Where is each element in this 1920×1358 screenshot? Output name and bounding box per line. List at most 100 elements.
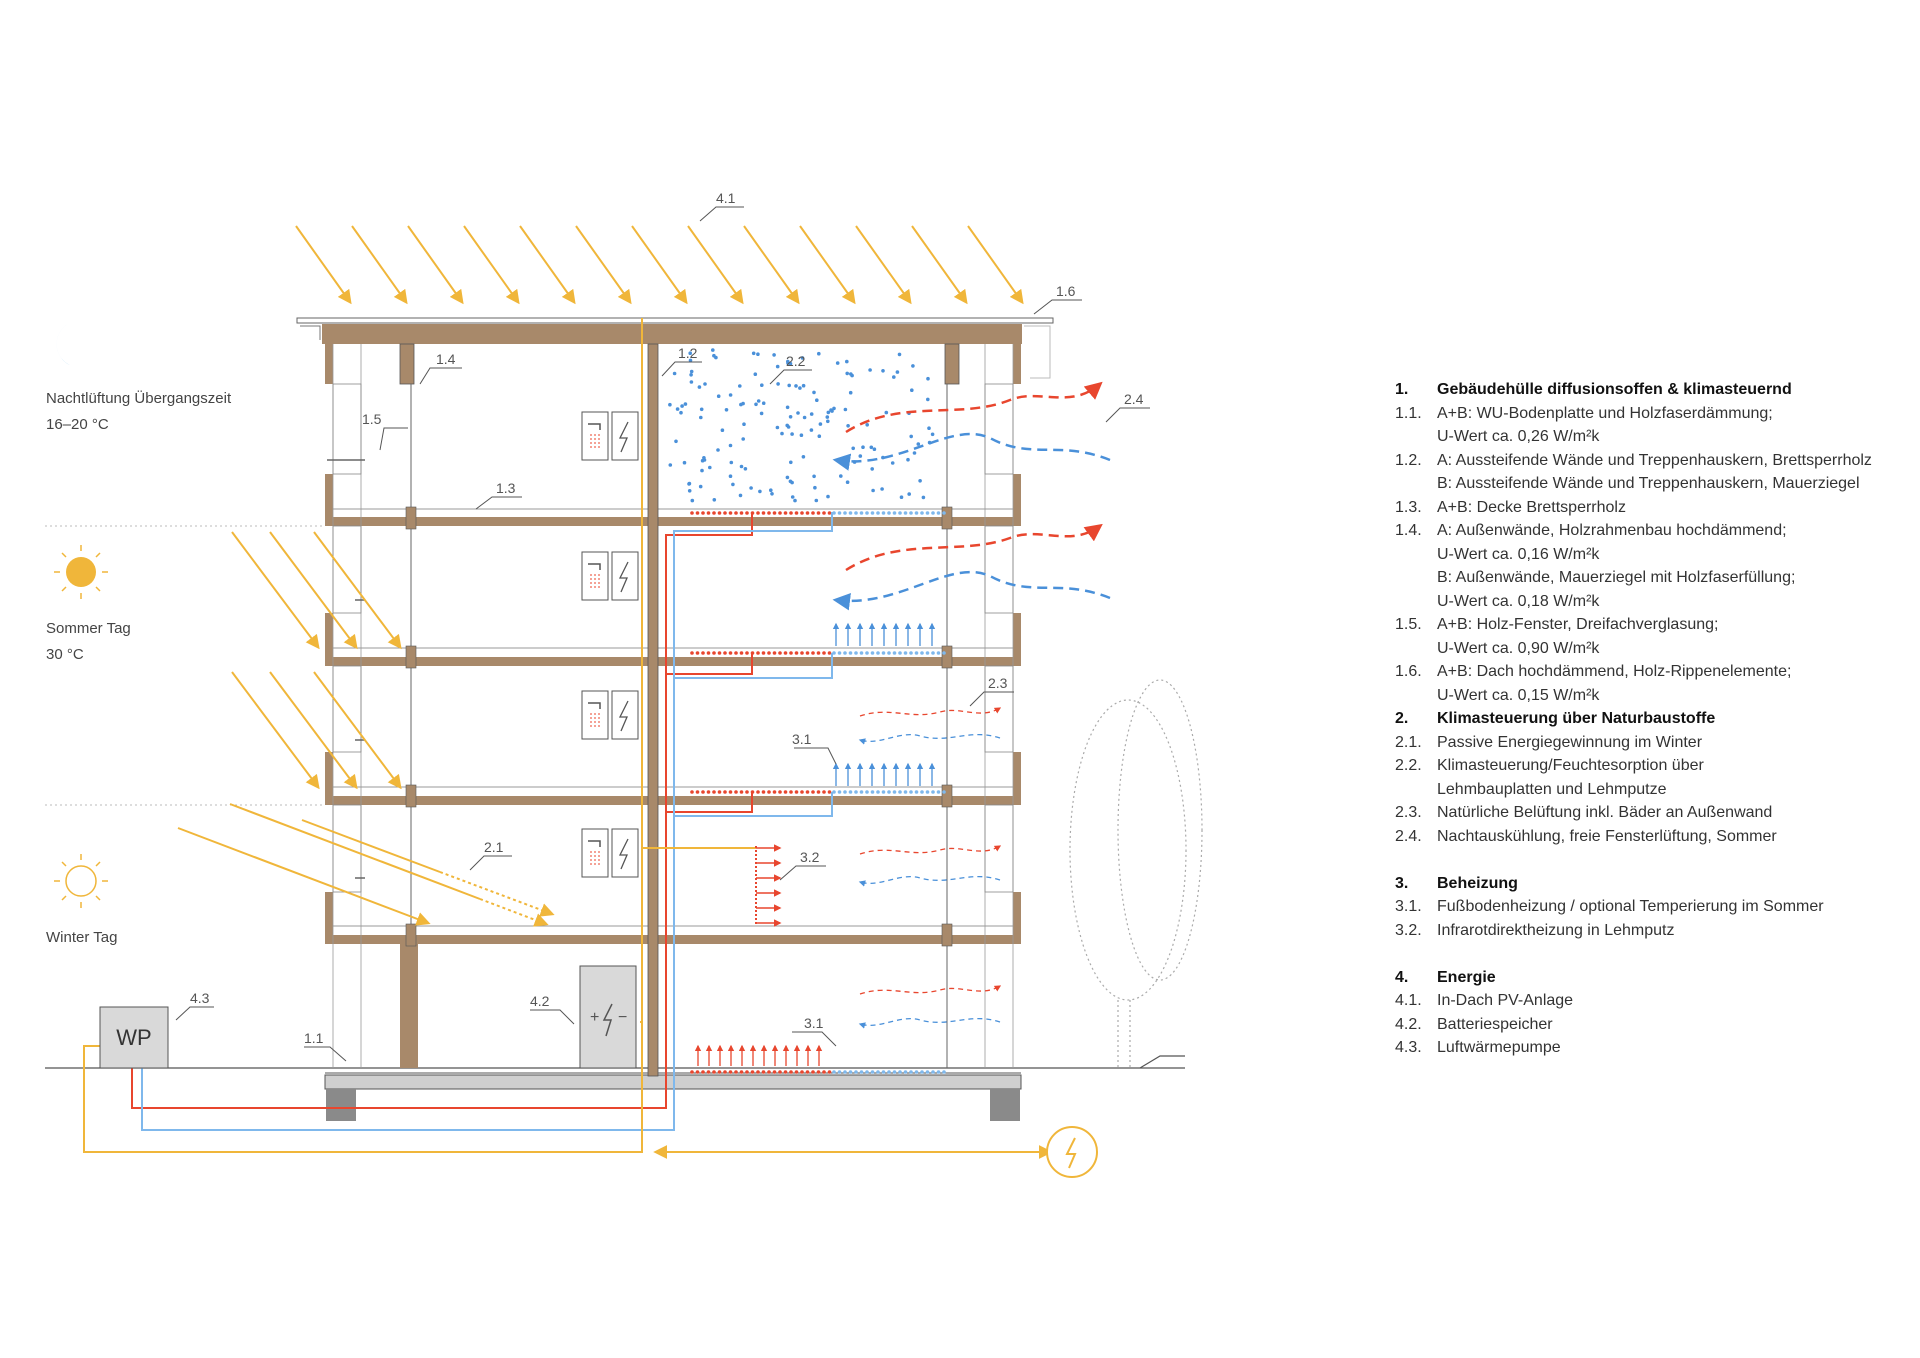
battery-storage-box xyxy=(579,965,637,1069)
clay-dot xyxy=(785,405,790,410)
heating-dot xyxy=(794,1070,799,1074)
clay-dot xyxy=(703,382,707,386)
legend-item: 4.3.Luftwärmepumpe xyxy=(1395,1036,1915,1060)
heating-dot xyxy=(701,790,705,794)
heating-dot xyxy=(794,511,799,515)
clay-dot xyxy=(809,412,814,416)
cooling-dot xyxy=(920,1070,924,1074)
legend-number xyxy=(1395,566,1437,590)
label-1-2: 1.2 xyxy=(678,345,698,361)
clay-dot xyxy=(775,364,780,369)
cooling-dot xyxy=(881,1070,886,1074)
cooling-dot xyxy=(925,1070,930,1074)
heating-dot xyxy=(728,511,733,515)
clay-dot xyxy=(741,401,745,406)
cooling-dot xyxy=(837,790,842,794)
heating-dot xyxy=(712,790,716,794)
roof-overhang-right xyxy=(1024,325,1051,379)
heating-dot xyxy=(695,511,700,515)
heating-dot xyxy=(805,511,810,515)
legend-number xyxy=(1395,590,1437,614)
clay-dot xyxy=(910,388,914,393)
bathroom-ventilation-symbols xyxy=(581,411,639,878)
clay-dot xyxy=(921,495,926,500)
legend-text: B: Außenwände, Mauerziegel mit Holzfaser… xyxy=(1437,569,1796,586)
clay-dot xyxy=(680,404,684,408)
clay-dot xyxy=(668,463,673,467)
cooling-dot xyxy=(859,1070,864,1074)
cooling-dot xyxy=(942,1070,946,1074)
summer-day-note: Sommer Tag 30 °C xyxy=(46,616,131,668)
heating-dot xyxy=(701,1070,705,1074)
clay-dot xyxy=(687,489,692,493)
legend-item: 4.1.In-Dach PV-Anlage xyxy=(1395,989,1915,1013)
heating-dot xyxy=(745,1070,749,1074)
clay-dot xyxy=(770,492,774,496)
heating-dot xyxy=(706,651,711,655)
heat-pump-label: WP xyxy=(116,1025,151,1050)
clay-dot xyxy=(926,397,930,402)
clay-dot xyxy=(918,479,922,483)
legend-text: U-Wert ca. 0,18 W/m²k xyxy=(1437,592,1600,610)
heating-dot xyxy=(723,651,727,655)
heating-dot xyxy=(728,1070,733,1074)
clay-dot xyxy=(756,352,760,357)
heating-dot xyxy=(761,1070,766,1074)
cooling-dot xyxy=(859,790,864,794)
clay-dot xyxy=(858,454,863,458)
clay-dot xyxy=(776,382,780,386)
clay-dot xyxy=(772,353,776,357)
heating-dot xyxy=(701,651,705,655)
cooling-dot xyxy=(876,790,880,794)
heating-dot xyxy=(822,790,826,794)
heating-dot xyxy=(728,651,733,655)
column-1-4-upper xyxy=(399,343,415,385)
cooling-dot xyxy=(887,1070,891,1074)
cooling-dot xyxy=(909,651,913,655)
legend-gap xyxy=(1395,848,1915,872)
clay-dot xyxy=(786,361,790,365)
heating-dot xyxy=(767,790,771,794)
cooling-dot xyxy=(881,790,886,794)
legend-number xyxy=(1395,684,1437,708)
heating-dot xyxy=(794,651,799,655)
clay-dot xyxy=(756,399,761,403)
heating-dot xyxy=(734,790,738,794)
clay-dot xyxy=(687,482,691,486)
clay-dot xyxy=(829,408,833,412)
heating-dot xyxy=(739,790,744,794)
cooling-dot xyxy=(920,651,924,655)
legend-text: U-Wert ca. 0,16 W/m²k xyxy=(1437,545,1600,563)
pv-roof-panel xyxy=(296,317,1054,324)
bathroom-symbol-group xyxy=(581,411,639,461)
natural-ventilation-arrows xyxy=(858,707,1002,1029)
heating-dot xyxy=(772,651,777,655)
bathroom-symbol-group xyxy=(581,690,639,740)
legend-number: 2.4. xyxy=(1395,827,1422,845)
cooling-dot xyxy=(909,1070,913,1074)
cooling-dot xyxy=(843,790,847,794)
heating-dot xyxy=(772,1070,777,1074)
night-ventilation-temp: 16–20 °C xyxy=(46,416,109,433)
clay-dot xyxy=(728,474,733,479)
lightning-icon xyxy=(618,700,629,732)
clay-dot xyxy=(689,373,693,377)
clay-dot xyxy=(743,467,748,471)
label-1-5: 1.5 xyxy=(362,411,382,427)
legend-text: A+B: WU-Bodenplatte und Holzfaserdämmung… xyxy=(1437,404,1773,422)
cooling-dot xyxy=(931,511,935,515)
label-1-6: 1.6 xyxy=(1056,283,1076,299)
cooling-dot xyxy=(925,790,930,794)
heating-dot xyxy=(712,651,716,655)
clay-dot xyxy=(674,439,678,444)
clay-dot xyxy=(751,351,756,356)
legend-number: 2.1. xyxy=(1395,733,1422,751)
legend-text: Natürliche Belüftung inkl. Bäder an Auße… xyxy=(1437,804,1773,821)
label-2-1: 2.1 xyxy=(484,839,504,855)
ground-slope xyxy=(1139,1055,1185,1069)
heating-dot xyxy=(717,511,722,515)
clay-dot xyxy=(780,431,784,436)
lightning-icon xyxy=(618,838,629,870)
cooling-dot xyxy=(936,790,941,794)
battery-plus-icon: + xyxy=(590,1009,599,1026)
